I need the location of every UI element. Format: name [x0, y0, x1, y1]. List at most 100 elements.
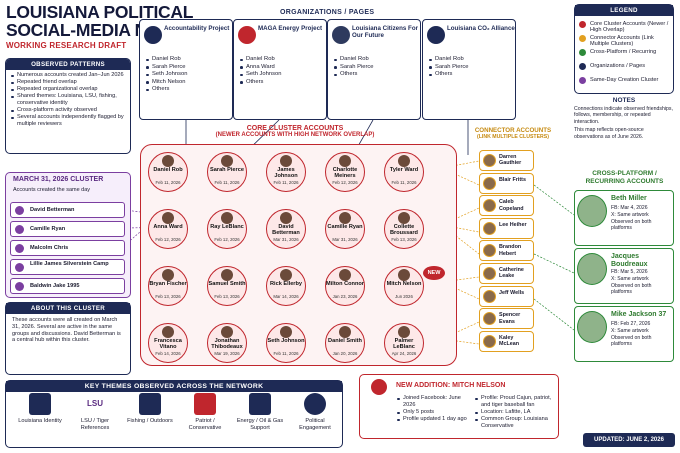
- observed-item: Repeated friend overlap: [11, 79, 125, 86]
- org-icon: [238, 26, 256, 44]
- user-icon: [15, 244, 24, 253]
- theme-item: Patriot / Conservative: [180, 393, 230, 431]
- core-node-photo: [162, 212, 174, 224]
- core-node-name: Bryan Fischer: [149, 281, 187, 287]
- crossplat-photo: [577, 311, 607, 343]
- core-node-name: Camille Ryan: [327, 224, 363, 230]
- march-cluster-name: Baldwin Jake 1995: [30, 283, 80, 289]
- observed-item: Shared themes: Louisiana, LSU, fishing, …: [11, 93, 125, 107]
- crossplat-name: Mike Jackson 37: [611, 311, 667, 318]
- new-addition-fact: Profile: Proud Cajun, patriot, and tiger…: [475, 395, 555, 409]
- org-name: MAGA Energy Project: [258, 25, 323, 32]
- connector-name: Blair Fritts: [499, 176, 526, 183]
- connector-card: Blair Fritts: [479, 172, 534, 194]
- core-node-name: Anna Ward: [153, 224, 183, 230]
- crossplat-name: Beth Miller: [611, 195, 647, 202]
- legend-swatch: [579, 21, 586, 28]
- org-member: Sarah Pierce: [429, 64, 469, 72]
- lsu-logo-text: LSU: [87, 399, 103, 408]
- connector-photo: [483, 244, 496, 258]
- core-node-photo: [280, 326, 292, 338]
- new-addition-right: Profile: Proud Cajun, patriot, and tiger…: [470, 393, 560, 432]
- core-node-photo: [221, 269, 233, 281]
- legend-label: Core Cluster Accounts (Newer / High Over…: [590, 21, 669, 34]
- core-node-date: Mar 31, 2026: [273, 237, 299, 242]
- user-icon: [15, 282, 24, 291]
- crossplat-obs: Observed on both platforms: [611, 335, 652, 348]
- org-icon: [332, 26, 350, 44]
- new-badge: NEW: [423, 266, 445, 280]
- march-cluster-name: Lillie James Silverstein Camp: [30, 261, 109, 267]
- legend-swatch: [579, 63, 586, 70]
- crossplat-title: CROSS-PLATFORM / RECURRING ACCOUNTS: [585, 170, 664, 185]
- observed-patterns-header: OBSERVED PATTERNS: [6, 59, 130, 70]
- core-node-photo: [398, 212, 410, 224]
- politics-icon: [304, 393, 326, 415]
- core-node-photo: [339, 155, 351, 167]
- core-node-name: Jonathan Thibodeaux: [211, 338, 243, 351]
- core-node-name: David Betterman: [272, 224, 300, 237]
- core-node-photo: [221, 326, 233, 338]
- connector-card: Spencer Evans: [479, 308, 534, 330]
- core-node-photo: [221, 155, 233, 167]
- legend-swatch: [579, 49, 586, 56]
- theme-item: Political Engagement: [290, 393, 340, 431]
- observed-item: Cross-platform activity observed: [11, 107, 125, 114]
- org-name: Accountability Project: [164, 25, 230, 32]
- oil-derrick-icon: [249, 393, 271, 415]
- new-addition-fact: Location: Lafitte, LA: [475, 409, 555, 416]
- core-cluster-title: CORE CLUSTER ACCOUNTS (NEWER ACCOUNTS WI…: [215, 125, 375, 138]
- crossplat-fb: FB: Feb 27, 2026: [611, 321, 651, 327]
- core-node-date: Feb 12, 2026: [214, 237, 240, 242]
- user-icon: [15, 263, 24, 272]
- core-node-photo: [280, 212, 292, 224]
- crossplat-links: [533, 184, 575, 331]
- march-cluster-item: Malcolm Chris: [10, 240, 125, 256]
- user-icon: [15, 225, 24, 234]
- flag-icon: [194, 393, 216, 415]
- orgs-header: ORGANIZATIONS / PAGES: [280, 9, 375, 16]
- core-node-date: Feb 11, 2026: [155, 180, 181, 185]
- about-text: These accounts were all created on March…: [12, 317, 121, 344]
- theme-label: Energy / Oil & Gas Support: [236, 418, 284, 431]
- legend-label: Connector Accounts (Link Multiple Cluste…: [590, 35, 654, 48]
- core-node-photo: [162, 326, 174, 338]
- core-node-date: Feb 11, 2026: [273, 180, 299, 185]
- themes-header: KEY THEMES OBSERVED ACROSS THE NETWORK: [6, 381, 342, 392]
- legend-header: LEGEND: [575, 5, 673, 16]
- lsu-logo-icon: LSU: [84, 393, 106, 415]
- core-node-date: Mar 19, 2026: [214, 351, 240, 356]
- march-cluster-item: Camille Ryan: [10, 221, 125, 237]
- org-name: Louisiana CO₂ Alliance: [447, 25, 515, 32]
- connectors-title: CONNECTOR ACCOUNTS (LINK MULTIPLE CLUSTE…: [474, 127, 552, 140]
- march-cluster-item: Lillie James Silverstein Camp: [10, 259, 125, 275]
- core-node-date: Feb 14, 2026: [155, 351, 181, 356]
- core-node-name: Francesca Vitano: [154, 338, 182, 351]
- core-node-date: Jun 2026: [395, 294, 413, 299]
- new-addition-header: NEW ADDITION: MITCH NELSON: [396, 382, 506, 389]
- core-node-date: Feb 12, 2026: [155, 237, 181, 242]
- core-node-photo: [339, 269, 351, 281]
- core-node-date: Feb 13, 2026: [391, 237, 417, 242]
- core-node-photo: [280, 155, 292, 167]
- observed-item: Several accounts independently flagged b…: [11, 114, 125, 128]
- connector-card: Catherine Leake: [479, 263, 534, 284]
- core-node-photo: [339, 326, 351, 338]
- org-member: Daniel Rob: [240, 56, 281, 64]
- org-member: Sarah Pierce: [146, 64, 187, 72]
